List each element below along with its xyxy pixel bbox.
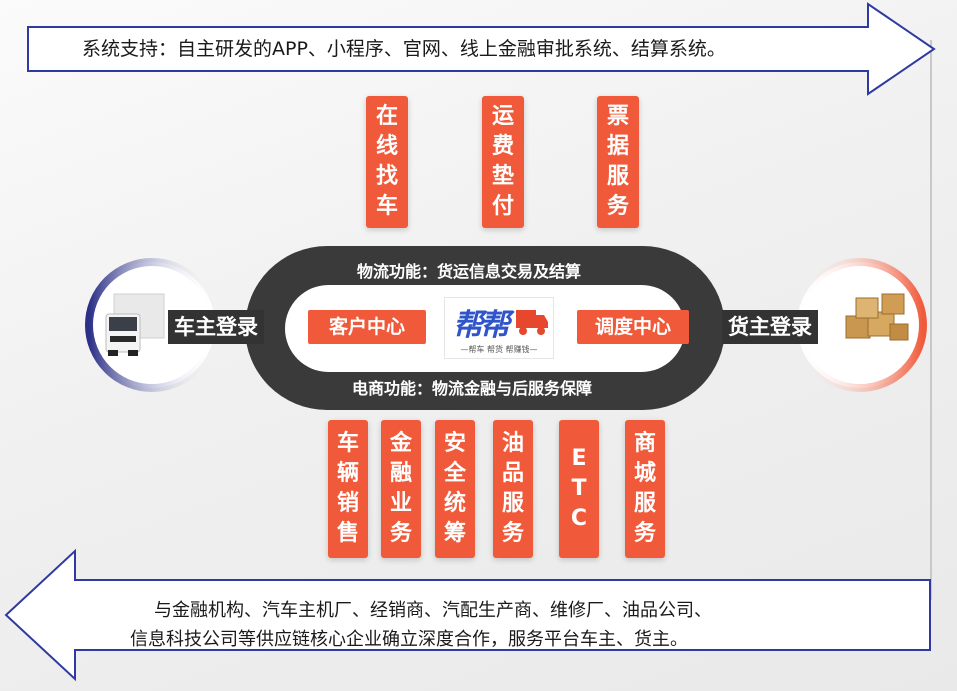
service-mall: 商城服务 <box>625 420 665 558</box>
service-invoice: 票据服务 <box>597 96 639 228</box>
service-finance: 金融业务 <box>381 420 421 558</box>
customer-center: 客户中心 <box>308 310 426 344</box>
logo-text: 帮帮 <box>453 308 510 343</box>
service-freight-advance: 运费垫付 <box>482 96 524 228</box>
driver-login-button[interactable]: 车主登录 <box>168 310 264 344</box>
bottom-arrow-shape <box>4 548 931 682</box>
system-support-text: 系统支持：自主研发的APP、小程序、官网、线上金融审批系统、结算系统。 <box>82 38 726 60</box>
service-vehicle-sales: 车辆销售 <box>328 420 368 558</box>
ecommerce-function-label: 电商功能：物流金融与后服务保障 <box>352 379 593 398</box>
service-oil: 油品服务 <box>493 420 533 558</box>
dispatch-center: 调度中心 <box>577 310 689 344</box>
partnership-line-1: 与金融机构、汽车主机厂、经销商、汽配生产商、维修厂、油品公司、 <box>154 600 712 621</box>
logo-truck-icon <box>516 310 548 335</box>
partnership-line-2: 信息科技公司等供应链核心企业确立深度合作，服务平台车主、货主。 <box>130 629 688 650</box>
boxes-icon <box>845 293 909 341</box>
truck-icon <box>105 293 165 356</box>
top-arrow-shape <box>27 2 936 96</box>
background-divider <box>930 40 932 600</box>
logistics-function-label: 物流功能：货运信息交易及结算 <box>357 262 582 281</box>
service-online-find-truck: 在线找车 <box>366 96 408 228</box>
bangbang-logo: 帮帮 —帮车 帮货 帮赚钱— <box>444 297 554 359</box>
service-safety-pool: 安全统筹 <box>435 420 475 558</box>
logo-tagline: —帮车 帮货 帮赚钱— <box>460 345 538 354</box>
shipper-login-button[interactable]: 货主登录 <box>722 310 818 344</box>
partnership-text: 与金融机构、汽车主机厂、经销商、汽配生产商、维修厂、油品公司、 信息科技公司等供… <box>82 596 872 654</box>
